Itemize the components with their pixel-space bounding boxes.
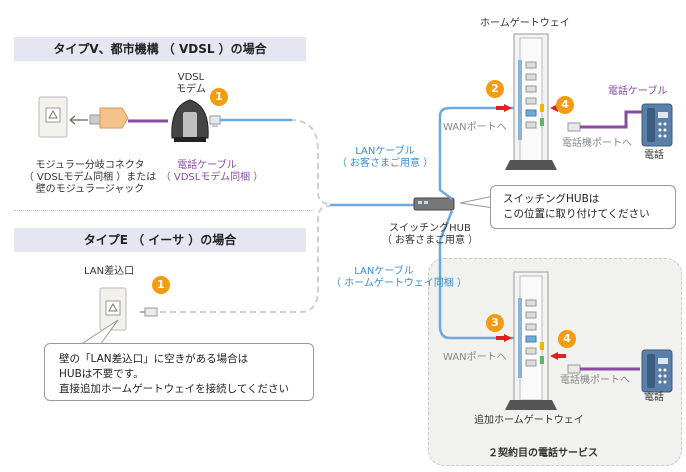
modem-lan-plug [209,115,221,127]
badge-step-1-vdsl: 1 [210,88,228,106]
lan-cable-1-label-2: （ お客さまご用意 ） [336,158,434,169]
lan-cable-hub-bottom [438,210,515,340]
second-contract-panel [428,258,682,466]
telephone-bottom [641,349,673,393]
hub-label-1: スイッチングHUB [389,223,471,234]
gateway-bottom-phone-label: 電話 [644,392,664,403]
splitter-label-1: モジュラー分岐コネクタ [35,160,145,171]
lan-cable-2-label-2: （ ホームゲートウェイ同梱 ） [330,278,468,289]
lan-wall-port [99,287,127,331]
gateway-top-phone-label: 電話 [644,150,664,161]
vdsl-modem [171,99,209,142]
gateway-top-phone-cable-label: 電話ケーブル [608,86,668,97]
lan-cable-1-label-1: LANケーブル [355,146,415,157]
lan-cable-2-label-1: LANケーブル [354,266,414,277]
badge-step-3: 3 [486,314,504,332]
telephone-top [641,103,673,147]
phone-cable-vdsl-label-2: （ VDSLモデム同梱 ） [160,172,264,183]
gateway-bottom-title: 追加ホームゲートウェイ [474,415,584,426]
hub-callout: スイッチングHUBは この位置に取り付けてください [490,185,676,229]
section-header-ether: タイプE （ イーサ ）の場合 [14,228,306,252]
lan-port-label: LAN差込口 [84,266,135,277]
badge-step-1-ether: 1 [152,276,170,294]
gateway-bottom-wan-label: WANポートへ [443,352,507,363]
badge-step-2: 2 [486,80,504,98]
second-contract-label: ２契約目の電話サービス [488,448,598,459]
splitter-label-3: 壁のモジュラージャック [35,184,145,195]
ether-callout: 壁の「LAN差込口」に空きがある場合は HUBは不要です。 直接追加ホームゲート… [44,343,314,401]
splitter [89,107,129,129]
hub-label-2: （ お客さまご用意 ） [381,235,479,246]
phone-cable-vdsl-label-1: 電話ケーブル [177,160,237,171]
hub-callout-line-2: この位置に取り付けてください [503,208,650,220]
section-divider [14,210,314,211]
gateway-top-phone-port-label: 電話機ポートへ [562,138,632,149]
splitter-label-2: （ VDSLモデム同梱 ）または [23,172,157,183]
gateway-top-wan-label: WANポートへ [443,122,507,133]
gateway-bottom-phone-port-label: 電話機ポートへ [560,375,630,386]
gateway-top-title: ホームゲートウェイ [480,18,570,29]
switching-hub [413,197,455,211]
phone-cable-top [580,110,642,129]
wall-jack-arrow [69,115,88,125]
badge-step-4-bottom: 4 [558,330,576,348]
gw-phone-plug-top [567,122,581,132]
wall-jack-vdsl [38,96,68,138]
hub-callout-line-1: スイッチングHUBは [503,193,600,205]
section-header-vdsl: タイプV、都市機構 （ VDSL ）の場合 [14,37,306,61]
vdsl-modem-label-1: VDSL [177,72,205,83]
callout-tail [79,319,119,346]
lan-port-plug [140,307,158,317]
ether-callout-line-3: 直接追加ホームゲートウェイを接続してください [59,383,290,395]
home-gateway-top [505,33,557,170]
home-gateway-bottom [505,271,557,410]
vdsl-modem-label-2: モデム [176,84,206,95]
badge-step-4-top: 4 [556,96,574,114]
ether-callout-line-1: 壁の「LAN差込口」に空きがある場合は [59,353,249,365]
gw-phone-plug-bottom [567,364,581,374]
ether-callout-line-2: HUBは不要です。 [59,368,144,380]
dashed-connectors [160,119,331,313]
hub-callout-tail [459,195,495,209]
lan-cable-hub-top [438,106,515,200]
